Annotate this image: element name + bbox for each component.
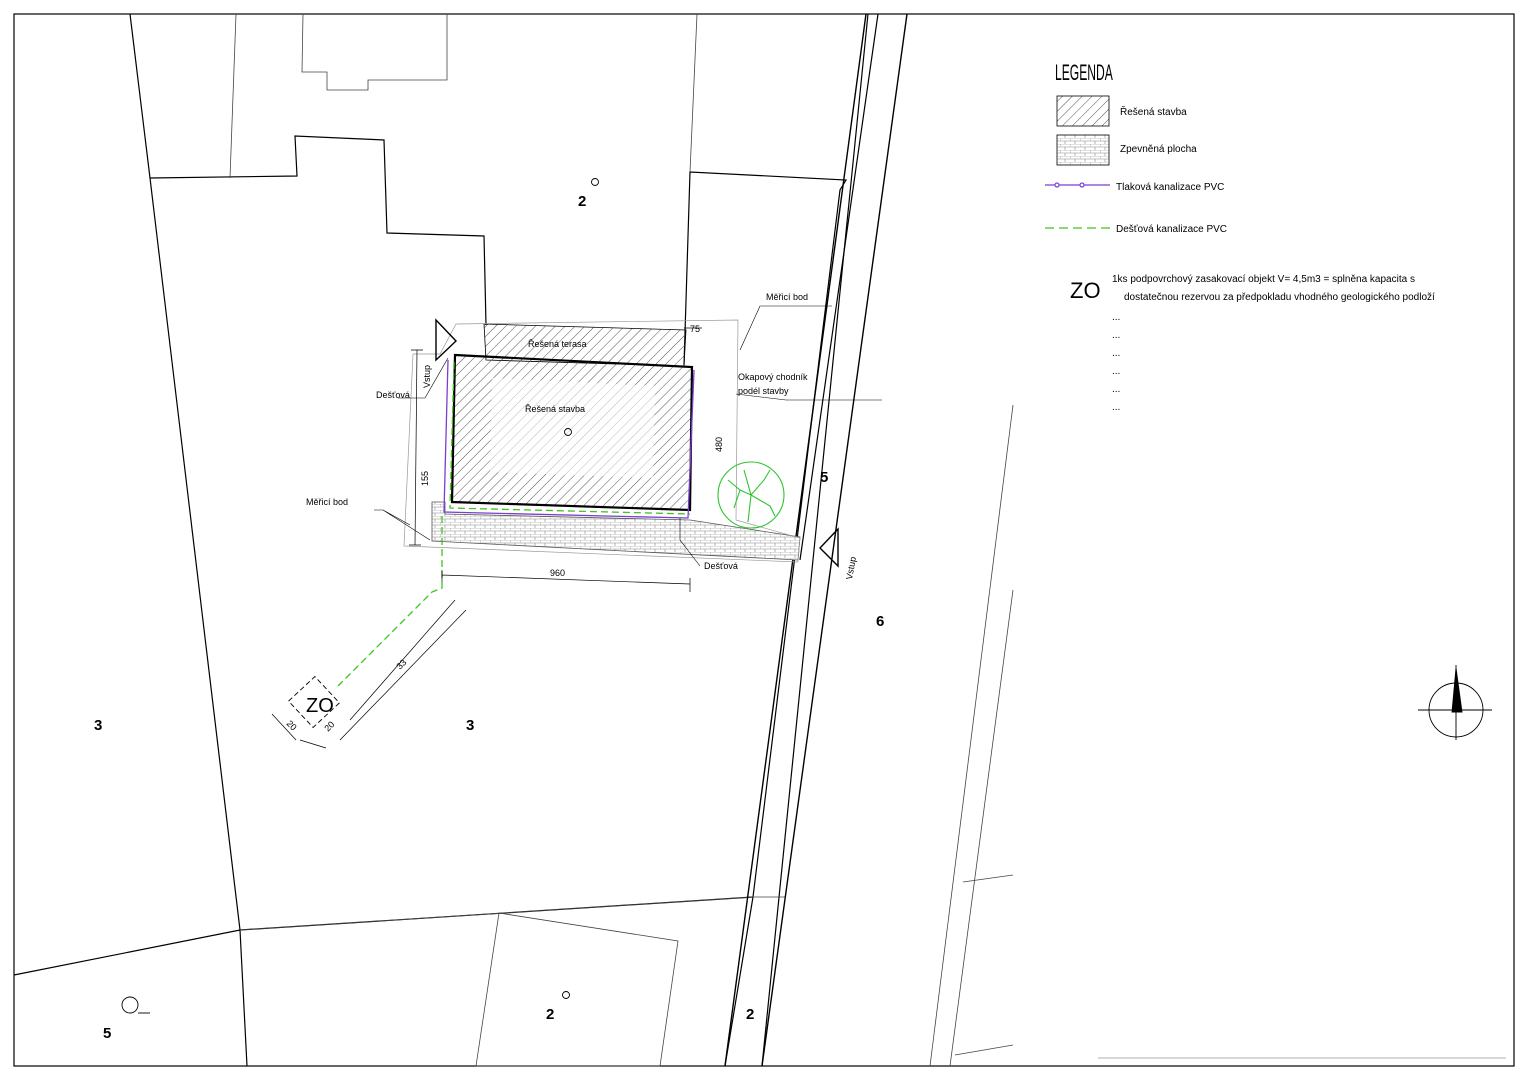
- dimension-text: 480: [714, 437, 724, 452]
- dimension-text: 155: [420, 471, 430, 486]
- gutter-note-line-1: Okapový chodník: [738, 372, 808, 382]
- dimension-text: 75: [690, 324, 700, 334]
- rain-drain-line: [337, 361, 691, 687]
- legend-swatch-pressure-sewer: [1045, 182, 1110, 188]
- parcel-number: 3: [466, 717, 474, 734]
- soak-line-2: dostatečnou rezervou za předpokladu vhod…: [1124, 292, 1435, 303]
- dimension-lines: [271, 327, 702, 749]
- parcel-number: 5: [103, 1025, 111, 1042]
- gutter-note-line-2: podél stavby: [738, 386, 789, 396]
- soak-line-8: ...: [1112, 402, 1120, 413]
- soak-line-6: ...: [1112, 366, 1120, 377]
- parcel-lines: [13, 13, 879, 1067]
- building-inner-courtyard: [490, 378, 655, 478]
- entrance-marker-right: [819, 527, 839, 568]
- leader-lines: [374, 305, 882, 567]
- legend-soak-symbol: ZO: [1070, 278, 1101, 303]
- soak-line-3: ...: [1112, 312, 1120, 323]
- parcel-number: 2: [578, 193, 586, 210]
- soak-line-5: ...: [1112, 348, 1120, 359]
- soak-line-7: ...: [1112, 384, 1120, 395]
- soak-object: [287, 675, 341, 729]
- entrance-label-left: Vstup: [422, 365, 432, 388]
- soak-line-4: ...: [1112, 330, 1120, 341]
- sheet-frame: [13, 13, 1515, 1067]
- dimension-text: 20: [322, 719, 336, 733]
- pressure-sewer-line: [443, 359, 695, 519]
- measure-point-label-left: Měřicí bod: [306, 497, 348, 507]
- legend-item-rain-drain: Dešťová kanalizace PVC: [1116, 224, 1227, 235]
- legend-swatch-building: [1056, 95, 1110, 127]
- terrace-label: Řešená terasa: [528, 339, 587, 349]
- drain-label-right: Dešťová: [704, 561, 738, 571]
- parcel-number: 6: [876, 613, 884, 630]
- survey-points: [121, 178, 599, 1014]
- parcel-number: 2: [546, 1006, 554, 1023]
- soak-line-1: 1ks podpovrchový zasakovací objekt V= 4,…: [1112, 274, 1415, 285]
- measure-point-label-top: Měřicí bod: [766, 292, 808, 302]
- building-offset-outline: [403, 319, 801, 563]
- soak-object-symbol: ZO: [306, 695, 334, 717]
- entrance-marker-left: [435, 318, 457, 362]
- legend-title: LEGENDA: [1055, 60, 1113, 85]
- north-arrow-icon: [1418, 665, 1492, 740]
- legend-soak-description: 1ks podpovrchový zasakovací objekt V= 4,…: [1112, 274, 1435, 413]
- legend-item-paving: Zpevněná plocha: [1120, 144, 1197, 155]
- parcel-number: 5: [820, 469, 828, 486]
- legend-swatch-paving: [1056, 134, 1110, 166]
- parcel-number: 3: [94, 717, 102, 734]
- legend-item-pressure-sewer: Tlaková kanalizace PVC: [1116, 182, 1224, 193]
- drain-label-left: Dešťová: [376, 390, 410, 400]
- tree-icon: [717, 461, 785, 529]
- building-label: Řešená stavba: [525, 404, 585, 414]
- dimension-text: 960: [550, 568, 565, 578]
- parcel-number: 2: [746, 1006, 754, 1023]
- secondary-lines: [229, 13, 1014, 1067]
- legend-item-building: Řešená stavba: [1120, 105, 1187, 118]
- paved-area: [431, 501, 801, 561]
- entrance-label-right: Vstup: [844, 556, 858, 580]
- dimension-text: 33: [394, 657, 408, 671]
